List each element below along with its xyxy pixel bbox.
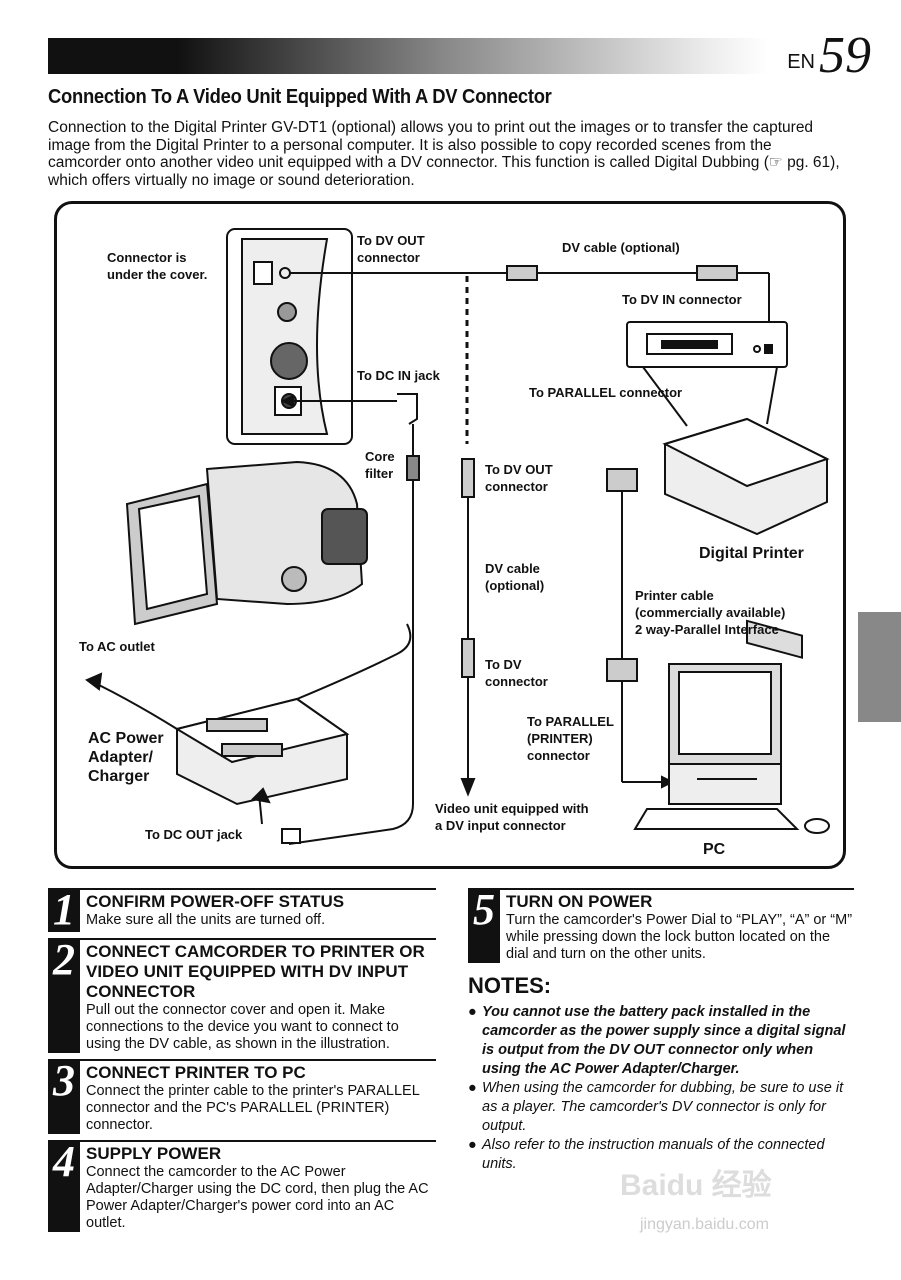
label-dv-cable-top: DV cable (optional)	[562, 240, 680, 255]
dv-cable-vertical	[460, 458, 476, 797]
page-title: Connection To A Video Unit Equipped With…	[48, 86, 552, 108]
label-core-filter: Core filter	[365, 449, 395, 481]
diagram-illustration	[85, 228, 830, 845]
note-text: Also refer to the instruction manuals of…	[482, 1137, 825, 1172]
label-connector-cover: Connector is under the cover.	[107, 250, 208, 282]
page-number-value: 59	[819, 27, 871, 84]
printer-illustration	[626, 321, 830, 659]
label-to-dv: To DV connector	[485, 657, 548, 689]
step-2: 2 CONNECT CAMCORDER TO PRINTER OR VIDEO …	[48, 938, 436, 1053]
ac-adapter-illustration	[85, 623, 412, 844]
header-bar	[48, 38, 768, 74]
label-dv-in: To DV IN connector	[622, 292, 742, 307]
note-text: You cannot use the battery pack installe…	[482, 1004, 846, 1077]
language-label: EN	[787, 51, 815, 73]
watermark-logo: Baidu 经验	[620, 1169, 772, 1202]
step-number: 5	[468, 888, 500, 963]
label-parallel: To PARALLEL connector	[529, 385, 683, 400]
pc-illustration	[633, 663, 830, 834]
note-item: ●You cannot use the battery pack install…	[468, 1004, 846, 1077]
watermark-url: jingyan.baidu.com	[640, 1216, 769, 1233]
label-dv-cable-mid: DV cable (optional)	[485, 561, 545, 593]
label-ac-power: AC Power Adapter/ Charger	[88, 730, 164, 785]
connector-panel	[226, 228, 353, 445]
label-video-unit: Video unit equipped with a DV input conn…	[435, 801, 589, 833]
note-text: When using the camcorder for dubbing, be…	[482, 1080, 844, 1134]
label-pc: PC	[703, 841, 726, 858]
page-number: EN 59	[787, 27, 871, 84]
label-dc-out: To DC OUT jack	[145, 827, 243, 842]
label-dv-out-top: To DV OUT connector	[357, 233, 425, 265]
step-heading: CONNECT CAMCORDER TO PRINTER OR VIDEO UN…	[86, 942, 425, 1001]
intro-paragraph: Connection to the Digital Printer GV-DT1…	[48, 119, 840, 189]
label-digital-printer: Digital Printer	[699, 545, 804, 562]
label-parallel-printer: To PARALLEL (PRINTER) connector	[527, 714, 614, 763]
note-item: ●When using the camcorder for dubbing, b…	[468, 1080, 844, 1134]
step-heading: CONNECT PRINTER TO PC	[86, 1063, 306, 1082]
step-number: 3	[48, 1059, 80, 1134]
step-body: Make sure all the units are turned off.	[86, 912, 326, 928]
dv-cable-top	[289, 265, 776, 352]
section-tab	[858, 612, 901, 722]
step-body: Connect the printer cable to the printer…	[86, 1083, 420, 1133]
printer-cable	[606, 468, 675, 789]
label-printer-cable: Printer cable (commercially available) 2…	[635, 588, 786, 637]
step-body: Pull out the connector cover and open it…	[86, 1002, 399, 1052]
step-body: Turn the camcorder's Power Dial to “PLAY…	[506, 912, 853, 962]
step-heading: CONFIRM POWER-OFF STATUS	[86, 892, 345, 911]
notes-title: NOTES:	[468, 973, 552, 998]
step-number: 2	[48, 938, 80, 1053]
label-dv-out-mid: To DV OUT connector	[485, 462, 553, 494]
step-body: Connect the camcorder to the AC Power Ad…	[86, 1164, 429, 1231]
step-heading: SUPPLY POWER	[86, 1144, 222, 1163]
label-dc-in: To DC IN jack	[357, 368, 440, 383]
step-number: 1	[48, 888, 80, 932]
note-item: ●Also refer to the instruction manuals o…	[468, 1137, 825, 1172]
step-number: 4	[48, 1140, 80, 1232]
label-ac-outlet: To AC outlet	[79, 639, 155, 654]
dc-cable	[280, 393, 420, 845]
step-heading: TURN ON POWER	[506, 892, 653, 911]
camcorder-illustration	[125, 460, 368, 626]
connection-diagram: Connector is under the cover. To DV OUT …	[54, 201, 846, 869]
